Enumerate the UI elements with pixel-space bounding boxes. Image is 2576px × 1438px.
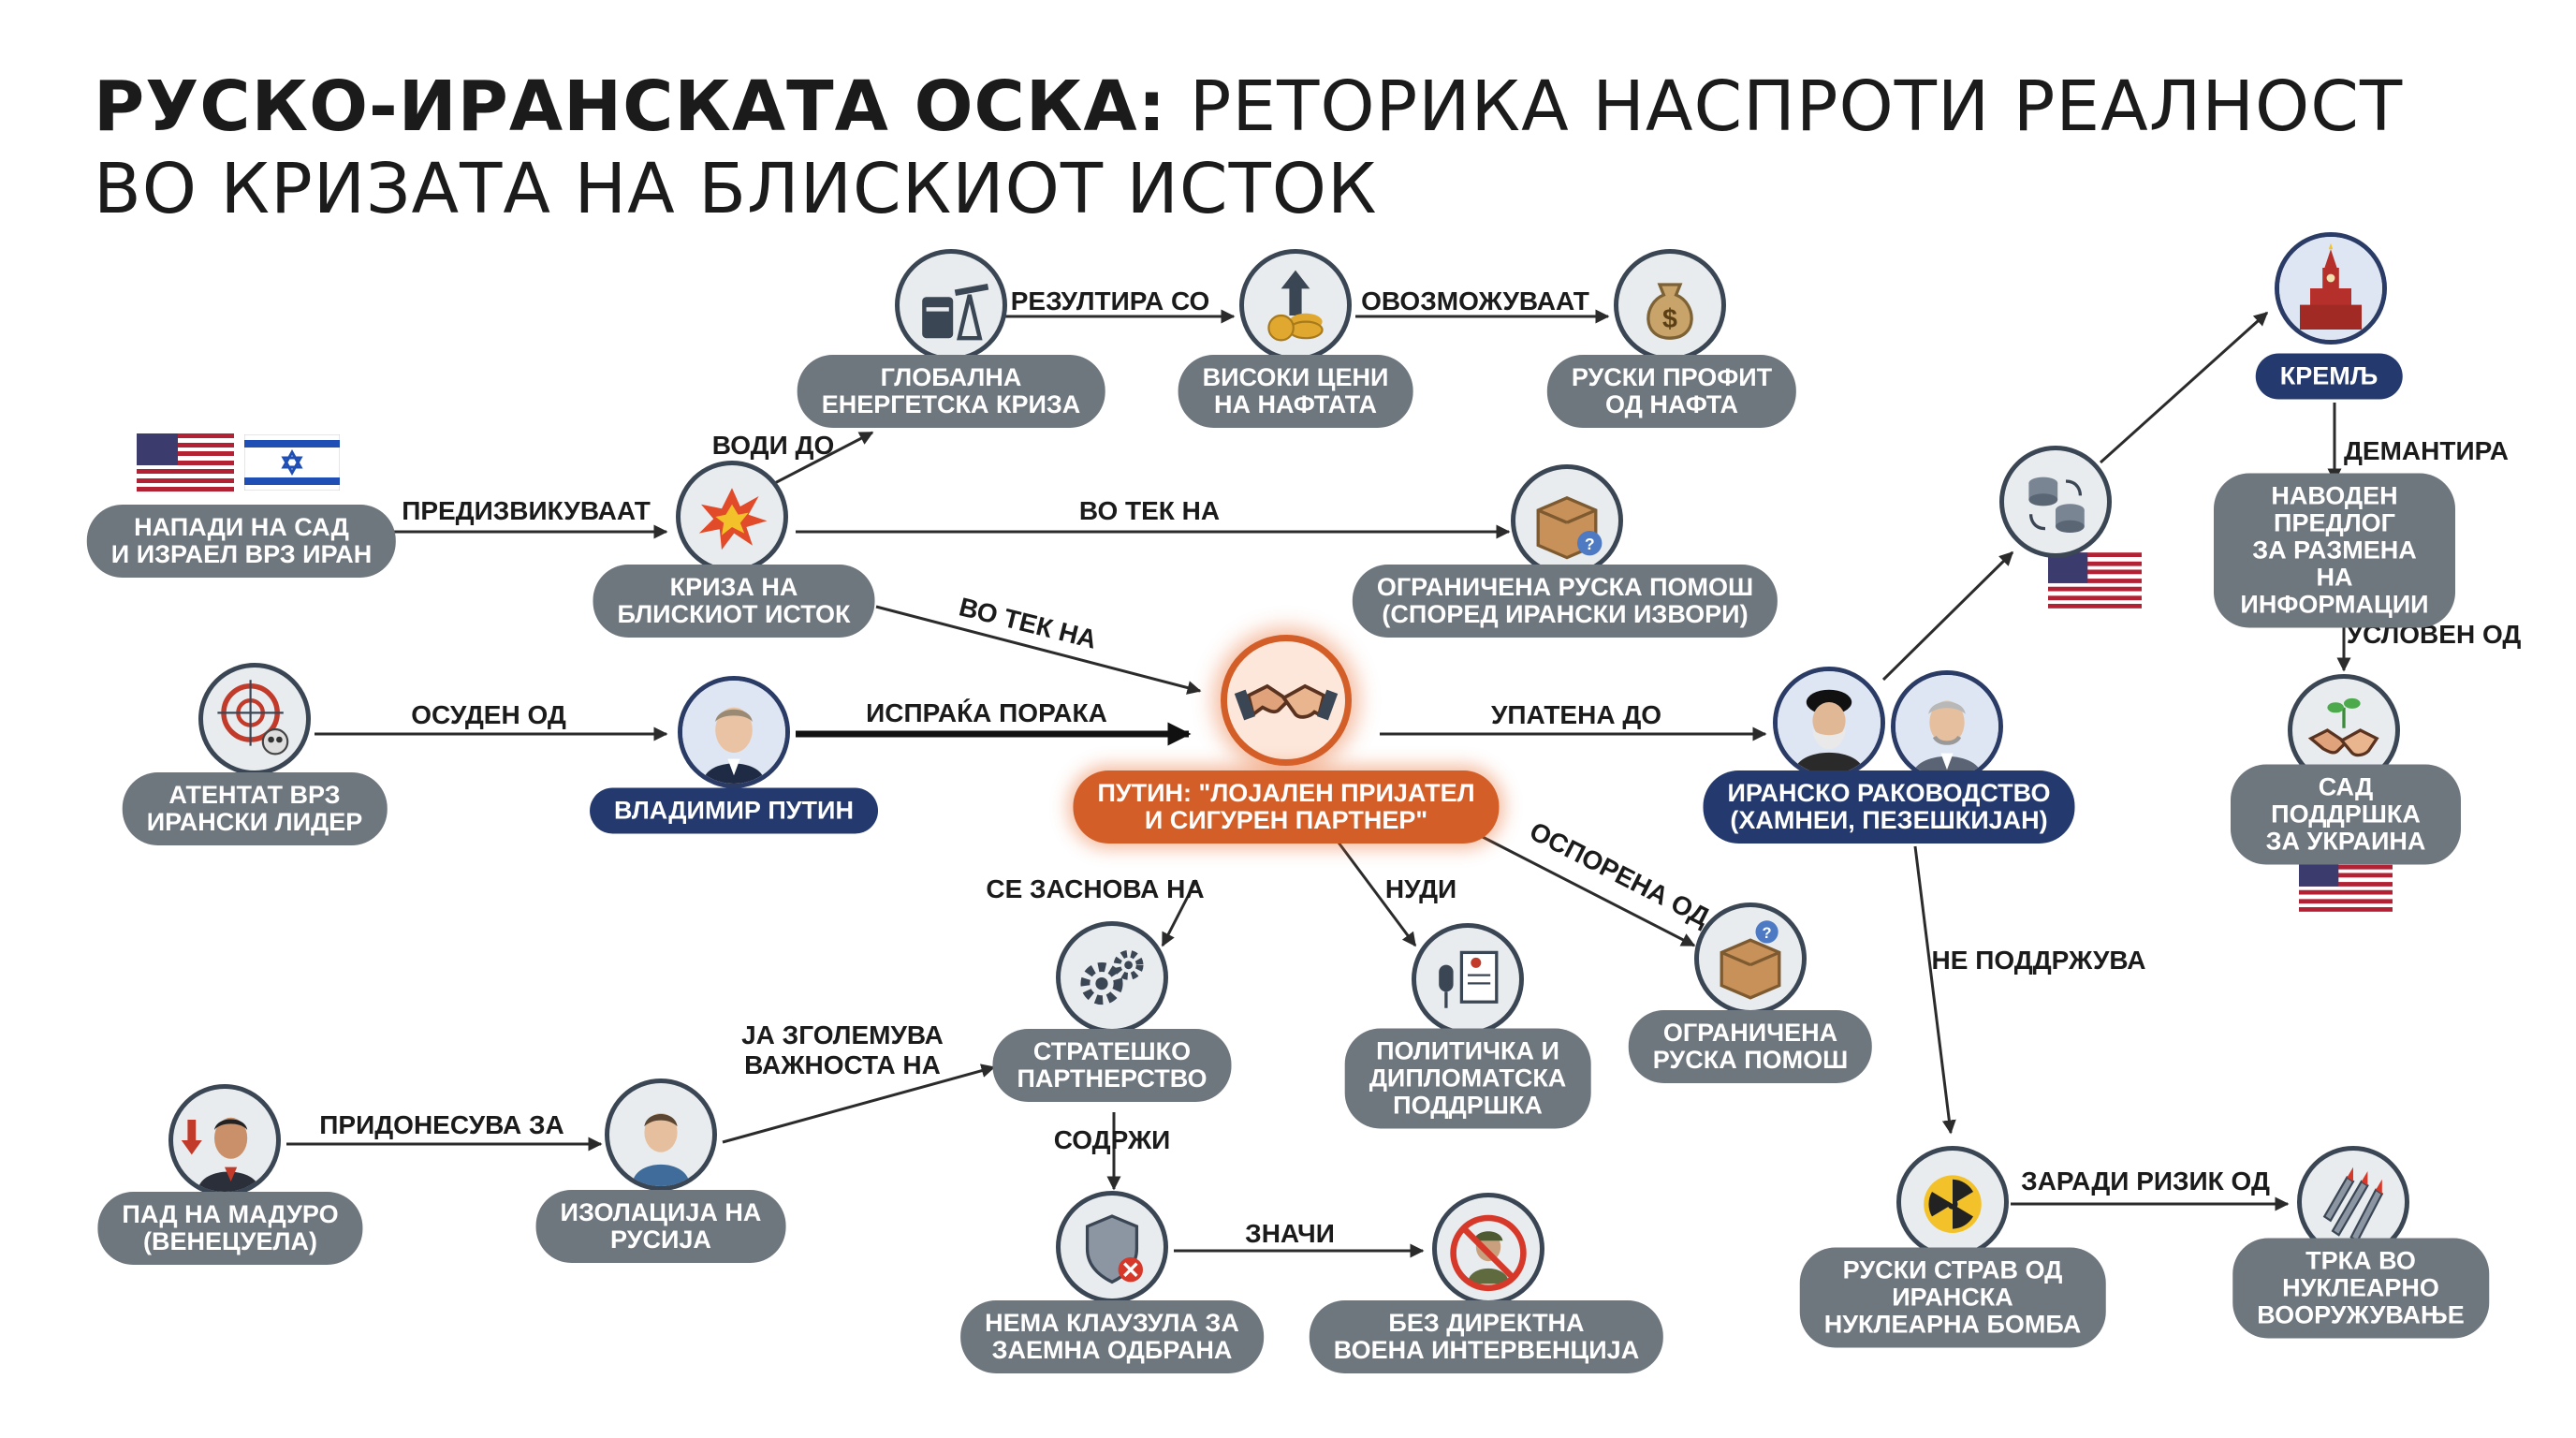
edge-label-based-on: СЕ ЗАСНОВА НА (986, 874, 1205, 903)
title-rest: РЕТОРИКА НАСПРОТИ РЕАЛНОСТ (1189, 66, 2404, 147)
edge-label-means: ЗНАЧИ (1245, 1219, 1335, 1248)
node-prices: ВИСОКИ ЦЕНИ НА НАФТАТА (1178, 355, 1413, 428)
node-crisis: КРИЗА НА БЛИСКИОТ ИСТОК (593, 565, 875, 638)
node-isolation: ИЗОЛАЦИЈА НА РУСИЈА (535, 1190, 786, 1263)
node-central: ПУТИН: "ЛОЈАЛЕН ПРИЈАТЕЛ И СИГУРЕН ПАРТН… (1073, 770, 1500, 844)
edge-disputed (1478, 833, 1696, 947)
edge-label-contains: СОДРЖИ (1053, 1125, 1171, 1154)
person-isolated-icon (605, 1078, 717, 1191)
title-bold: РУСКО-ИРАНСКАТА ОСКА: (94, 66, 1167, 147)
node-iran-leadership: ИРАНСКО РАКОВОДСТВО (ХАМНЕИ, ПЕЗЕШКИЈАН) (1703, 770, 2075, 844)
coins-arrow-icon (1239, 249, 1352, 361)
edge-label-leads-to: ВОДИ ДО (711, 431, 835, 460)
node-us-ukraine: САД ПОДДРШКА ЗА УКРАИНА (2231, 764, 2461, 865)
edge-based-on (1161, 879, 1198, 947)
svg-text:$: $ (1662, 304, 1677, 334)
node-energy: ГЛОБАЛНА ЕНЕРГЕТСКА КРИЗА (797, 355, 1105, 428)
edge-label-results-in: РЕЗУЛТИРА СО (1010, 286, 1210, 315)
node-limited-sources: ОГРАНИЧЕНА РУСКА ПОМОШ (СПОРЕД ИРАНСКИ И… (1352, 565, 1778, 638)
explosion-icon (676, 461, 788, 573)
node-attacks: НАПАДИ НА САД И ИЗРАЕЛ ВРЗ ИРАН (86, 505, 397, 578)
edge-label-contributes: ПРИДОНЕСУВА ЗА (319, 1110, 564, 1139)
oil-pump-icon (895, 249, 1007, 361)
money-bag-icon: $ (1614, 249, 1726, 361)
radiation-icon (1896, 1146, 2009, 1258)
shield-x-icon (1056, 1191, 1168, 1303)
node-no-intervention: БЕЗ ДИРЕКТНА ВОЕНА ИНТЕРВЕНЦИЈА (1309, 1300, 1664, 1373)
edge-leads-to (767, 431, 874, 489)
node-kremlin: КРЕМЉ (2255, 353, 2403, 400)
edge-label-due-to-risk: ЗАРАДИ РИЗИК ОД (2021, 1167, 2270, 1196)
edge-label-condemned: ОСУДЕН ОД (411, 700, 566, 729)
box-question-icon-2: ? (1694, 902, 1807, 1015)
node-partnership: СТРАТЕШКО ПАРТНЕРСТВО (992, 1029, 1232, 1102)
maduro-down-icon (168, 1084, 281, 1196)
edge-label-sends-message: ИСПРАЌА ПОРАКА (866, 698, 1107, 727)
pezeshkian-avatar-icon (1891, 670, 2003, 783)
node-profit: РУСКИ ПРОФИТ ОД НАФТА (1546, 355, 1797, 428)
gears-icon (1056, 921, 1168, 1034)
node-arms-race: ТРКА ВО НУКЛЕАРНО ВООРУЖУВАЊЕ (2232, 1238, 2489, 1339)
edge-label-not-support: НЕ ПОДДРЖУВА (1931, 946, 2146, 975)
putin-avatar-icon (678, 676, 790, 788)
handshake-icon (1221, 635, 1352, 766)
target-skull-icon (198, 663, 311, 775)
node-maduro: ПАД НА МАДУРО (ВЕНЕЦУЕЛА) (97, 1192, 363, 1265)
box-question-icon: ? (1511, 464, 1623, 577)
edge-offers (1337, 842, 1417, 947)
edge-label-enable: ОВОЗМОЖУВААТ (1361, 286, 1589, 315)
page-title: РУСКО-ИРАНСКАТА ОСКА: РЕТОРИКА НАСПРОТИ … (94, 66, 2434, 230)
edge-to-kremlin (2099, 311, 2269, 464)
israel-flag-icon (244, 434, 340, 491)
node-proposal: НАВОДЕН ПРЕДЛОГ ЗА РАЗМЕНА НА ИНФОРМАЦИИ (2214, 473, 2455, 628)
us-flag-icon-2 (2048, 552, 2142, 609)
kremlin-tower-icon (2275, 232, 2387, 345)
khamenei-avatar-icon (1773, 667, 1885, 779)
svg-text:?: ? (1763, 925, 1772, 942)
node-limited-help: ОГРАНИЧЕНА РУСКА ПОМОШ (1628, 1010, 1873, 1083)
database-sync-icon (1999, 446, 2112, 558)
edge-to-db (1881, 550, 2014, 682)
title-line2: ВО КРИЗАТА НА БЛИСКИОТ ИСТОК (94, 149, 1378, 229)
edge-label-increases: ЈА ЗГОЛЕМУВА ВАЖНОСТА НА (741, 1020, 944, 1079)
edge-during2 (875, 605, 1202, 695)
node-putin: ВЛАДИМИР ПУТИН (590, 787, 878, 834)
edge-increases (722, 1064, 996, 1144)
node-assassination: АТЕНТАТ ВРЗ ИРАНСКИ ЛИДЕР (122, 772, 388, 845)
node-political: ПОЛИТИЧКА И ДИПЛОМАТСКА ПОДДРШКА (1344, 1028, 1591, 1129)
edge-not-support (1913, 845, 1956, 1135)
edge-label-provoke: ПРЕДИЗВИКУВААТ (402, 496, 651, 525)
svg-text:?: ? (1585, 535, 1595, 553)
edge-label-addressed: УПАТЕНА ДО (1490, 700, 1662, 729)
mic-document-icon (1412, 923, 1524, 1035)
node-no-clause: НЕМА КЛАУЗУЛА ЗА ЗАЕМНА ОДБРАНА (960, 1300, 1264, 1373)
edge-label-offers: НУДИ (1384, 874, 1457, 903)
edge-label-denies: ДЕМАНТИРА (2343, 436, 2510, 465)
edge-label-during1: ВО ТЕК НА (1078, 496, 1221, 525)
us-flag-icon (137, 433, 234, 492)
node-nuclear-fear: РУСКИ СТРАВ ОД ИРАНСКА НУКЛЕАРНА БОМБА (1799, 1247, 2106, 1348)
no-soldier-icon (1432, 1193, 1544, 1305)
